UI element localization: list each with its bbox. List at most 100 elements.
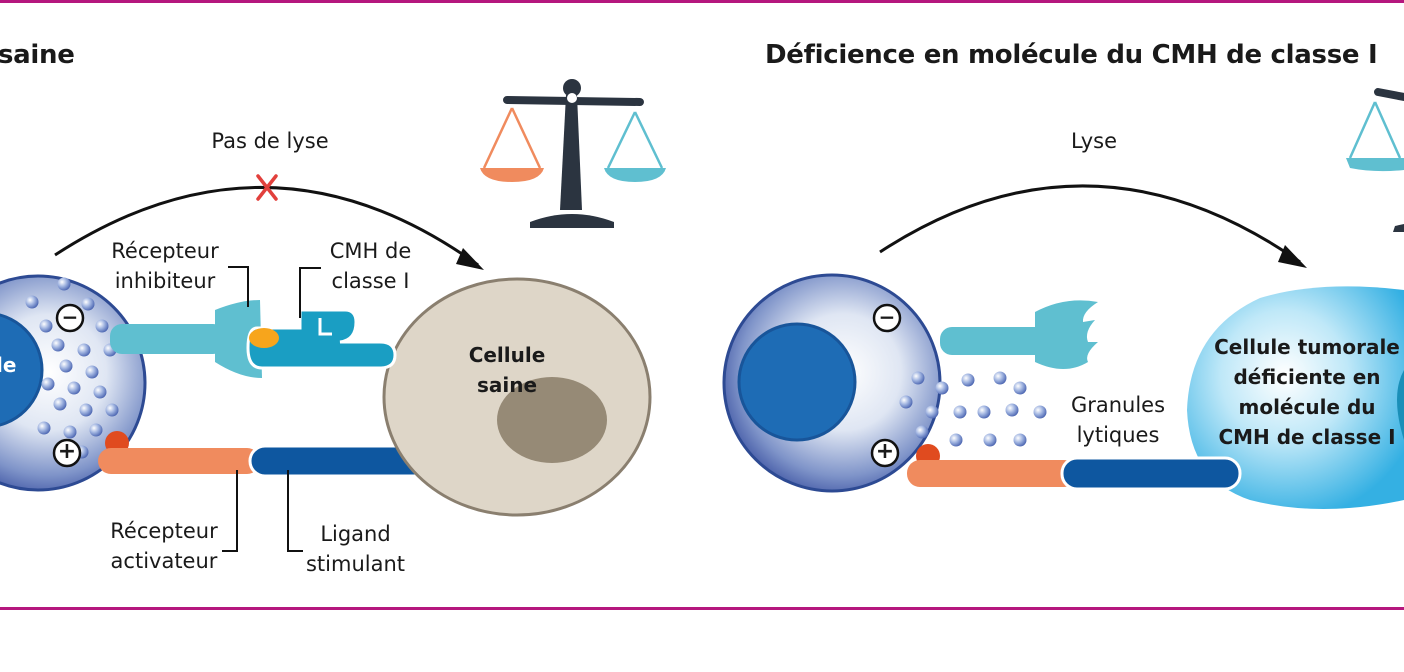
plus-sign-right: + (875, 439, 895, 464)
leader-ligand (287, 470, 303, 552)
granule (1005, 403, 1019, 417)
granule (1033, 405, 1047, 419)
tumor-cell-line3: molécule du (1238, 395, 1376, 419)
plus-icon-left (52, 438, 82, 468)
granule (977, 405, 991, 419)
granule (67, 381, 81, 395)
mhc-line1: CMH de (329, 239, 412, 263)
granule (899, 395, 913, 409)
inhibitory-receptor-stem-left (110, 324, 225, 354)
granule (77, 343, 91, 357)
right-panel (722, 88, 1404, 509)
granule (1013, 433, 1027, 447)
right-arc-label: Lyse (1070, 129, 1118, 153)
inhibitory-receptor-head-right (1035, 300, 1098, 369)
minus-sign-left: − (61, 305, 79, 329)
inhibitory-receptor-label: Récepteur inhibiteur (100, 236, 230, 296)
granule (85, 365, 99, 379)
balance-scale-right-icon (1346, 88, 1404, 232)
right-arc-arrow (879, 184, 1301, 264)
granules-label: Granules lytiques (1058, 390, 1178, 450)
right-arc-arrowhead (1278, 245, 1307, 268)
mhc-label: CMH de classe I (318, 236, 423, 296)
tumor-cell (1187, 286, 1404, 509)
lytic-granules-left (25, 277, 119, 459)
bottom-border (0, 607, 1404, 610)
nk-cell-label-left: le (0, 353, 17, 377)
activating-receptor-line1: Récepteur (110, 519, 218, 543)
balance-scale-left-icon (480, 79, 666, 228)
tumor-cell-line2: déficiente en (1233, 365, 1381, 389)
granule (93, 385, 107, 399)
tumor-cell-line4: CMH de classe I (1218, 425, 1396, 449)
minus-icon-left (55, 303, 85, 333)
left-arc-arrowhead (456, 248, 484, 270)
healthy-cell-line2: saine (476, 373, 538, 397)
healthy-cell-nucleus (497, 377, 607, 463)
nk-nucleus-left (0, 313, 44, 427)
granule (983, 433, 997, 447)
granule (949, 433, 963, 447)
ligand-line1: Ligand (320, 522, 391, 546)
peptide-left (249, 328, 279, 348)
granule (925, 405, 939, 419)
mhc-groove-left (318, 318, 332, 336)
healthy-cell-line1: Cellule (468, 343, 546, 367)
leader-mhc (299, 267, 321, 318)
granules-line1: Granules (1070, 393, 1166, 417)
tumor-cell-line1: Cellule tumorale (1214, 335, 1400, 359)
plus-icon-right (870, 438, 900, 468)
activating-receptor-line2: activateur (110, 549, 218, 573)
granule (105, 403, 119, 417)
mhc-line2: classe I (331, 269, 410, 293)
nk-nucleus-right (737, 322, 857, 442)
stimulating-ligand-right (1060, 456, 1242, 491)
activating-receptor-left (98, 448, 260, 474)
granule (89, 423, 103, 437)
ligand-line2: stimulant (305, 552, 406, 576)
tumor-cell-label: Cellule tumorale déficiente en molécule … (1204, 332, 1404, 452)
right-panel-title: Déficience en molécule du CMH de classe … (765, 40, 1378, 70)
minus-icon-right (872, 303, 902, 333)
granule (95, 319, 109, 333)
granule (993, 371, 1007, 385)
left-panel (0, 79, 666, 552)
top-border (0, 0, 1404, 3)
granule (57, 277, 71, 291)
granule (953, 405, 967, 419)
inhibitory-receptor-stem-right (940, 327, 1050, 355)
granule (53, 397, 67, 411)
activating-receptor-right (907, 460, 1077, 487)
minus-sign-right: − (878, 305, 896, 329)
tumor-nucleus (1397, 370, 1404, 440)
left-panel-title: saine (0, 40, 75, 70)
granules-line2: lytiques (1076, 423, 1160, 447)
granule (81, 297, 95, 311)
granule (41, 377, 55, 391)
granule (911, 371, 925, 385)
granule (59, 359, 73, 373)
granule (37, 421, 51, 435)
ligand-label: Ligand stimulant (298, 519, 413, 579)
granule (25, 295, 39, 309)
leader-activating (222, 470, 238, 552)
granule (63, 425, 77, 439)
healthy-cell-label: Cellule saine (452, 340, 562, 400)
inhibitory-receptor-line2: inhibiteur (114, 269, 216, 293)
granule (915, 425, 929, 439)
leader-inhibitory (228, 266, 249, 307)
granule (935, 381, 949, 395)
granule (51, 338, 65, 352)
granule (1013, 381, 1027, 395)
mhc-class-i (246, 308, 397, 370)
granule (79, 403, 93, 417)
granule (39, 319, 53, 333)
left-arc-label: Pas de lyse (211, 129, 329, 153)
granule (961, 373, 975, 387)
lytic-granules-right (899, 371, 1047, 447)
inhibitory-receptor-line1: Récepteur (111, 239, 219, 263)
no-lysis-cross-icon (256, 174, 278, 201)
activating-receptor-label: Récepteur activateur (100, 516, 228, 576)
plus-sign-left: + (57, 439, 77, 464)
